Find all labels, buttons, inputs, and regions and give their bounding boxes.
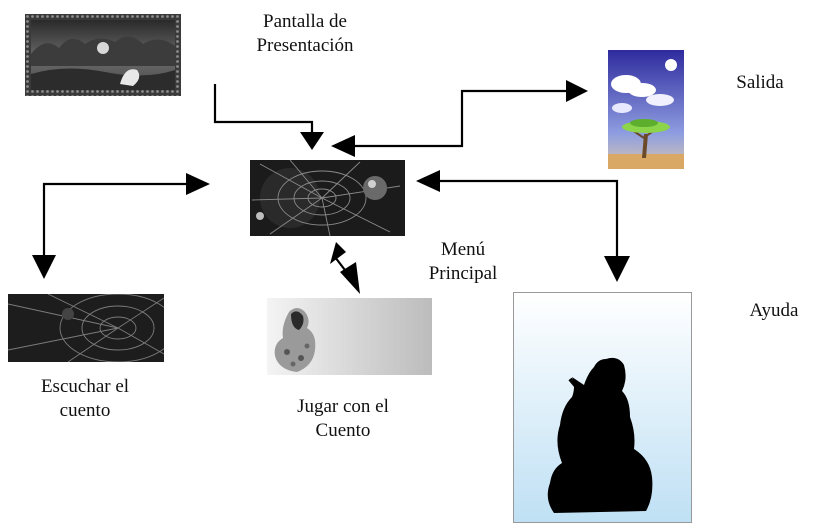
presentation-label-line1: Pantalla de — [263, 11, 347, 32]
arrow-presentation-to-menu — [213, 84, 314, 133]
main-menu-thumbnail — [250, 160, 405, 236]
listen-story-thumbnail — [8, 294, 164, 362]
arrowhead-menu-from-help — [416, 170, 440, 192]
play-label-line2: Cuento — [315, 420, 371, 441]
arrow-menu-to-exit — [352, 89, 568, 148]
arrowhead-menu-from-exit — [331, 135, 355, 157]
listen-story-label: Escuchar el cuento — [10, 375, 160, 423]
arrowhead-menu-from-listen — [186, 173, 210, 195]
play-story-thumbnail — [267, 298, 432, 375]
exit-label: Salida — [736, 72, 784, 93]
arrow-menu-to-listen — [42, 182, 192, 257]
arrowhead-help — [604, 256, 630, 282]
main-menu-label-line2: Principal — [428, 263, 498, 284]
presentation-screen-thumbnail — [25, 14, 181, 96]
listen-label-line1: Escuchar el — [40, 376, 130, 397]
play-label-line1: Jugar con el — [297, 396, 389, 417]
arrowhead-play — [340, 262, 360, 294]
exit-screen-thumbnail — [608, 50, 684, 169]
arrowhead-menu-from-play — [330, 242, 346, 264]
help-label: Ayuda — [749, 300, 799, 321]
listen-label-line2: cuento — [59, 400, 111, 421]
arrow-menu-to-help — [437, 179, 619, 258]
main-menu-label-line1: Menú — [440, 239, 486, 260]
help-screen-thumbnail — [513, 292, 692, 523]
presentation-label-line2: Presentación — [256, 35, 354, 56]
play-story-label: Jugar con el Cuento — [268, 395, 418, 443]
presentation-screen-label: Pantalla de Presentación — [225, 10, 385, 58]
arrowhead-presentation-menu — [300, 132, 324, 150]
arrowhead-listen — [32, 255, 56, 279]
main-menu-label: Menú Principal — [418, 238, 508, 286]
arrowhead-exit — [566, 80, 588, 102]
